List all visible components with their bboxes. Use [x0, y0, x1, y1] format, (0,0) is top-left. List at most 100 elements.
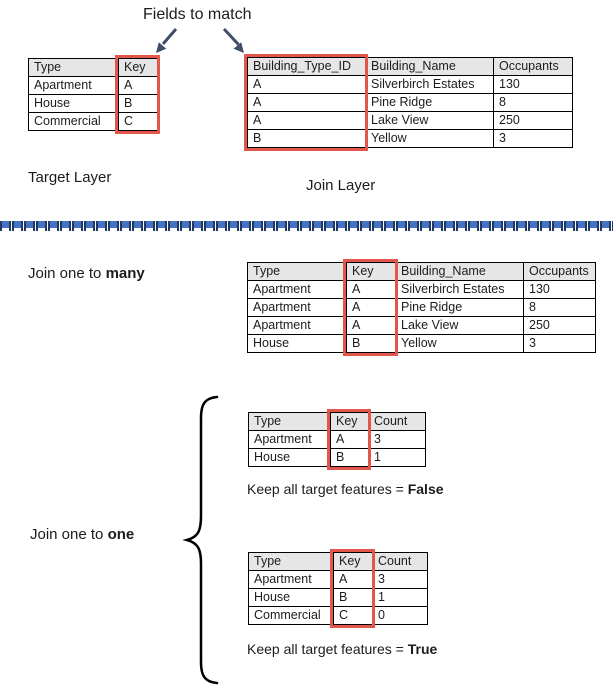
- cell: 3: [493, 129, 573, 148]
- cell: 1: [368, 448, 426, 467]
- cell: B: [247, 129, 366, 148]
- cell: Silverbirch Estates: [365, 75, 494, 94]
- cell: Lake View: [395, 316, 524, 335]
- cell: 0: [372, 606, 428, 625]
- header-cell: Building_Type_ID: [247, 57, 366, 76]
- header-cell: Key: [346, 262, 396, 281]
- label-bold-text: one: [107, 526, 135, 543]
- cell: Lake View: [365, 111, 494, 130]
- cell: 130: [493, 75, 573, 94]
- cell: Apartment: [248, 570, 334, 589]
- caption-bold-text: True: [407, 641, 438, 657]
- keep-false-caption: Keep all target features = False: [247, 481, 444, 497]
- keep-true-caption: Keep all target features = True: [247, 641, 437, 657]
- cell: Apartment: [248, 430, 331, 449]
- cell: Apartment: [247, 280, 347, 299]
- cell: A: [118, 76, 158, 95]
- join-one-to-many-label: Join one to many: [28, 265, 145, 282]
- label-text: Join one to: [28, 265, 106, 282]
- cell: A: [346, 316, 396, 335]
- diagram-title: Fields to match: [143, 6, 252, 23]
- cell: Commercial: [28, 112, 119, 131]
- header-cell: Key: [330, 412, 369, 431]
- cell: 8: [493, 93, 573, 112]
- header-cell: Occupants: [493, 57, 573, 76]
- cell: A: [333, 570, 373, 589]
- left-curly-brace-icon: [182, 395, 219, 685]
- header-cell: Type: [28, 58, 119, 77]
- header-cell: Occupants: [523, 262, 596, 281]
- cell: Apartment: [247, 316, 347, 335]
- caption-text: Keep all target features =: [247, 641, 408, 657]
- cell: Silverbirch Estates: [395, 280, 524, 299]
- cell: Pine Ridge: [365, 93, 494, 112]
- caption-text: Keep all target features =: [247, 481, 408, 497]
- cell: C: [118, 112, 158, 131]
- cell: Yellow: [365, 129, 494, 148]
- cell: 3: [523, 334, 596, 353]
- header-cell: Count: [372, 552, 428, 571]
- arrow-down-right-icon: [222, 27, 244, 53]
- cell: B: [118, 94, 158, 113]
- dashed-divider-line: [0, 221, 613, 231]
- header-cell: Key: [333, 552, 373, 571]
- cell: 250: [493, 111, 573, 130]
- header-cell: Type: [247, 262, 347, 281]
- cell: House: [247, 334, 347, 353]
- cell: 3: [372, 570, 428, 589]
- arrow-down-left-icon: [156, 28, 178, 53]
- cell: 130: [523, 280, 596, 299]
- header-cell: Count: [368, 412, 426, 431]
- target-layer-label: Target Layer: [28, 169, 112, 186]
- cell: A: [330, 430, 369, 449]
- cell: Pine Ridge: [395, 298, 524, 317]
- cell: B: [330, 448, 369, 467]
- cell: B: [346, 334, 396, 353]
- header-cell: Building_Name: [365, 57, 494, 76]
- header-cell: Key: [118, 58, 158, 77]
- cell: 8: [523, 298, 596, 317]
- cell: Apartment: [247, 298, 347, 317]
- cell: B: [333, 588, 373, 607]
- caption-bold-text: False: [407, 481, 444, 497]
- cell: House: [248, 588, 334, 607]
- cell: House: [248, 448, 331, 467]
- header-cell: Type: [248, 412, 331, 431]
- cell: A: [247, 93, 366, 112]
- label-bold-text: many: [105, 265, 145, 282]
- cell: Apartment: [28, 76, 119, 95]
- header-cell: Type: [248, 552, 334, 571]
- cell: A: [247, 111, 366, 130]
- cell: Yellow: [395, 334, 524, 353]
- cell: 250: [523, 316, 596, 335]
- cell: 3: [368, 430, 426, 449]
- cell: House: [28, 94, 119, 113]
